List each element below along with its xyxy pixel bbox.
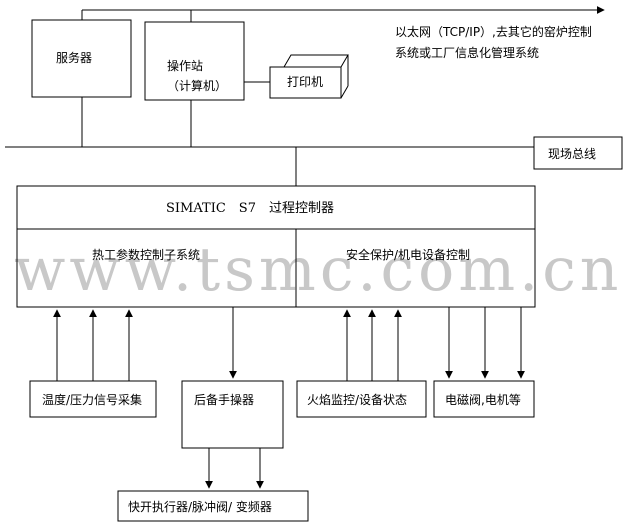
controller-title: SIMATIC S7 过程控制器 [166,201,334,216]
server-label: 服务器 [56,50,92,65]
backup-manual-label: 后备手操器 [194,392,254,407]
fieldbus-label: 现场总线 [548,147,596,161]
server-box [31,19,132,98]
printer-label: 打印机 [287,75,323,89]
safety-subsystem-label: 安全保护/机电设备控制 [346,247,470,262]
backup-manual-box [181,380,284,449]
printer-box [269,66,342,99]
temp-pressure-box [29,380,157,418]
thermal-subsystem-label: 热工参数控制子系统 [92,247,200,262]
actuators-label: 快开执行器/脉冲阀/ 变频器 [128,499,272,514]
printer-top-icon [283,54,349,68]
ethernet-note-line2: 系统或工厂信息化管理系统 [395,45,539,60]
valve-motor-box [433,380,535,418]
temp-pressure-label: 温度/压力信号采集 [42,392,142,407]
watermark-text: www.tsmc.com.cn [14,235,622,305]
operator-station-label: 操作站 [167,58,203,73]
operator-station-box [144,21,245,101]
flame-monitor-box [296,380,427,418]
operator-station-sublabel: （计算机） [167,78,227,93]
fieldbus-box [533,136,623,170]
valve-motor-label: 电磁阀,电机等 [445,392,521,407]
actuators-box [117,490,309,522]
controller-box [16,185,536,308]
printer-edge-icon [340,85,349,99]
ethernet-note-line1: 以太网（TCP/IP）,去其它的窑炉控制 [395,24,592,39]
flame-monitor-label: 火焰监控/设备状态 [307,392,407,407]
